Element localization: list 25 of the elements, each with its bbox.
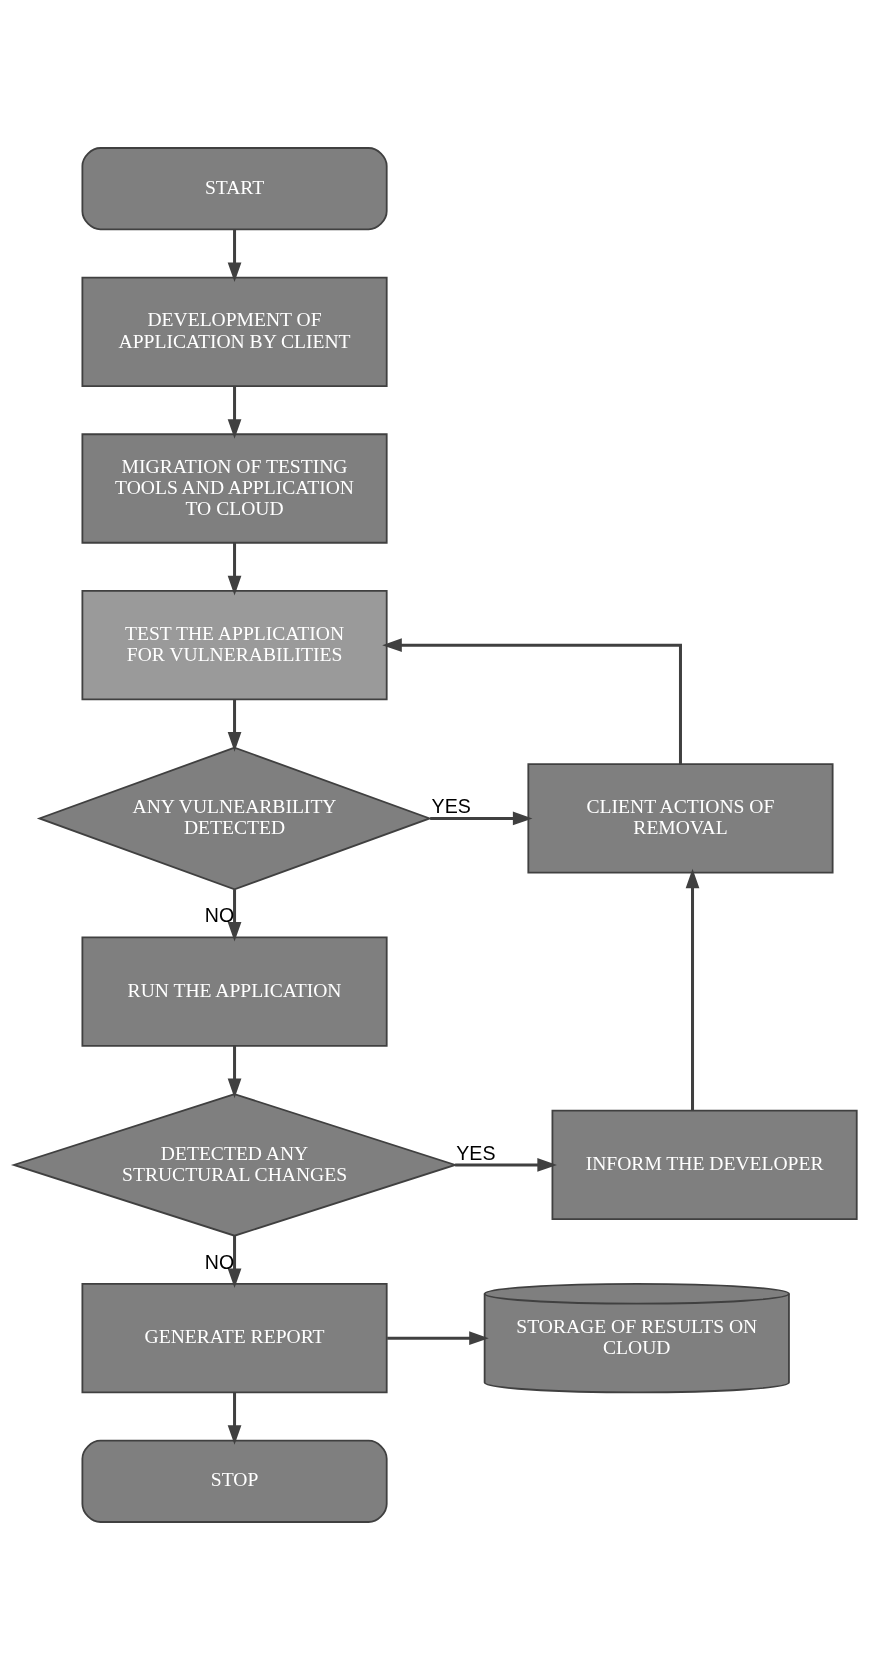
node-box: CLIENT ACTIONS OF REMOVAL	[527, 762, 834, 874]
arrow	[227, 229, 242, 282]
edge-label: YES	[431, 794, 471, 817]
node-box: START	[81, 146, 388, 230]
node-box: GENERATE REPORT	[81, 1282, 388, 1393]
node-box: TEST THE APPLICATION FOR VULNERABILITIES	[81, 589, 388, 700]
arrow	[227, 699, 242, 752]
node-diamond: ANY VULNEARBILITY DETECTED	[36, 746, 433, 890]
arrow	[227, 1235, 242, 1288]
arrow	[430, 811, 533, 825]
edge-label: YES	[456, 1141, 496, 1163]
arrow	[382, 637, 682, 764]
arrow	[387, 1330, 489, 1345]
arrow	[685, 868, 700, 1110]
arrow	[455, 1157, 557, 1172]
arrow	[227, 385, 242, 439]
node-box: STOP	[81, 1439, 388, 1523]
arrow	[227, 1045, 242, 1098]
arrow	[227, 888, 242, 942]
node-box: RUN THE APPLICATION	[81, 936, 388, 1047]
node-box: DEVELOPMENT OF APPLICATION BY CLIENT	[81, 276, 388, 387]
arrow	[227, 1392, 242, 1445]
node-box: MIGRATION OF TESTING TOOLS AND APPLICATION TO CLOUD	[81, 432, 388, 544]
node-box: INFORM THE DEVELOPER	[551, 1109, 858, 1220]
arrow	[227, 542, 242, 595]
